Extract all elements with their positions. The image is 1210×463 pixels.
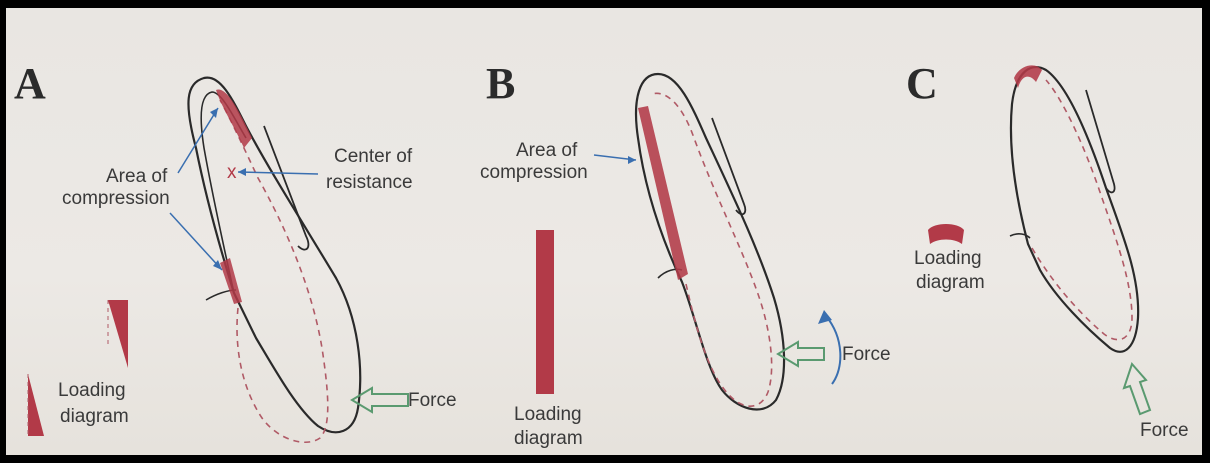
panel-b-tooth-outline	[636, 74, 784, 409]
panel-a-area-label-1: Area of	[106, 166, 167, 188]
panel-b-loading-bar	[536, 230, 554, 394]
panel-c-force-arrow	[1124, 364, 1150, 414]
figure-frame: A B C Area of compression Center of resi…	[6, 8, 1202, 455]
panel-c-loading-label-1: Loading	[914, 248, 982, 270]
panel-b-letter: B	[486, 58, 515, 109]
panel-a-force-label: Force	[408, 390, 457, 412]
panel-a-center-marker: x	[227, 162, 237, 184]
panel-a-compression-top	[216, 90, 252, 148]
panel-a-letter: A	[14, 58, 46, 109]
panel-c-tooth-outline	[1011, 67, 1138, 352]
panel-a-loading-label-2: diagram	[60, 406, 129, 428]
diagram-canvas	[6, 8, 1202, 455]
panel-b-loading-label-2: diagram	[514, 428, 583, 450]
panel-a-area-label-2: compression	[62, 188, 170, 210]
panel-b-force-label: Force	[842, 344, 891, 366]
panel-a-loading-label-1: Loading	[58, 380, 126, 402]
panel-a-center-label-1: Center of	[334, 146, 412, 168]
panel-a-loading-top	[108, 300, 128, 368]
panel-b-compression	[638, 106, 688, 280]
panel-b-area-label-1: Area of	[516, 140, 577, 162]
panel-c-compression	[1014, 65, 1042, 88]
panel-c-loading-arc	[928, 224, 964, 244]
panel-b-drawing	[536, 74, 840, 409]
panel-b-loading-label-1: Loading	[514, 404, 582, 426]
panel-c-drawing	[928, 65, 1150, 414]
panel-a-lip-line	[264, 126, 308, 250]
panel-c-dashed-outline	[1032, 80, 1132, 340]
panel-b-area-label-2: compression	[480, 162, 588, 184]
panel-a-tooth-outline	[188, 78, 360, 433]
panel-a-center-label-2: resistance	[326, 172, 413, 194]
panel-a-loading-bottom	[28, 374, 44, 436]
panel-a-compression-bottom	[220, 258, 242, 304]
panel-c-letter: C	[906, 58, 938, 109]
panel-c-loading-label-2: diagram	[916, 272, 985, 294]
panel-b-moment-arrow	[826, 316, 840, 384]
panel-c-force-label: Force	[1140, 420, 1189, 442]
panel-b-dashed-outline	[652, 93, 772, 406]
